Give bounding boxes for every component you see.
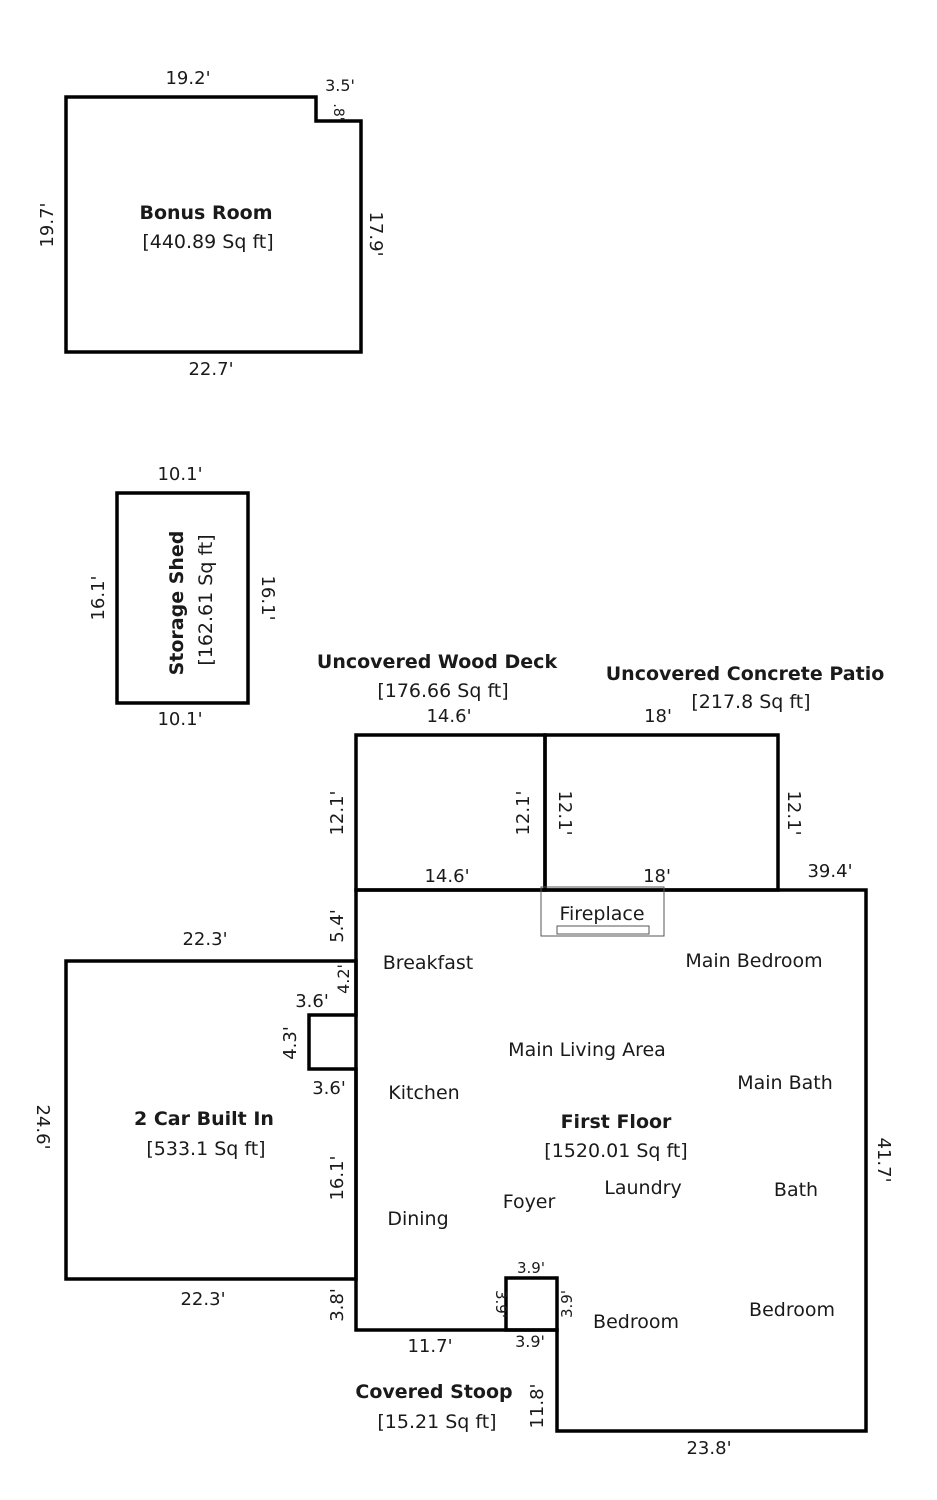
label-kitchen: Kitchen <box>388 1082 459 1104</box>
dim-label: 17.9' <box>365 211 386 256</box>
garage-area: [533.1 Sq ft] <box>146 1138 265 1160</box>
dim-label: 24.6' <box>32 1104 53 1149</box>
dim-label: 14.6' <box>426 706 471 727</box>
storage-shed-area: [162.61 Sq ft] <box>195 534 217 665</box>
dim-label: 4.3' <box>280 1026 301 1060</box>
label-main-bath: Main Bath <box>737 1072 833 1094</box>
label-bath: Bath <box>774 1179 818 1201</box>
first-floor: First Floor [1520.01 Sq ft] Fireplace Br… <box>280 861 894 1459</box>
patio-name: Uncovered Concrete Patio <box>606 663 885 685</box>
label-fireplace: Fireplace <box>559 903 644 925</box>
dim-label: 22.3' <box>180 1289 225 1310</box>
stoop-area: [15.21 Sq ft] <box>377 1411 496 1433</box>
dim-label: 4.2' <box>334 964 353 994</box>
dim-label: 3.9' <box>558 1290 576 1318</box>
storage-shed: Storage Shed [162.61 Sq ft] 10.1' 10.1' … <box>88 464 278 730</box>
bonus-room: Bonus Room [440.89 Sq ft] 19.2' 3.5' .8'… <box>37 68 386 380</box>
dim-label: 16.1' <box>327 1155 348 1200</box>
dim-label: 18' <box>644 706 672 727</box>
dim-label: 19.2' <box>165 68 210 89</box>
dim-label: 12.1' <box>513 790 534 835</box>
dim-label: 14.6' <box>424 866 469 887</box>
dim-label: 3.5' <box>325 76 355 95</box>
bonus-room-area: [440.89 Sq ft] <box>142 231 273 253</box>
first-floor-area: [1520.01 Sq ft] <box>544 1140 687 1162</box>
concrete-patio: Uncovered Concrete Patio [217.8 Sq ft] 1… <box>543 663 885 892</box>
fireplace-outline <box>540 886 665 937</box>
label-main-living-area: Main Living Area <box>508 1039 666 1061</box>
dim-label: 3.8' <box>327 1288 348 1322</box>
dim-label: 3.9' <box>515 1332 545 1351</box>
label-main-bedroom: Main Bedroom <box>685 950 822 972</box>
dim-label: 3.6' <box>312 1078 346 1099</box>
label-dining: Dining <box>387 1208 448 1230</box>
dim-label: 3.6' <box>295 991 329 1012</box>
storage-shed-name: Storage Shed <box>166 531 188 676</box>
dim-label: 11.8' <box>527 1383 548 1428</box>
dim-label: 3.9' <box>492 1290 510 1318</box>
dim-label: .8' <box>330 103 346 120</box>
label-laundry: Laundry <box>604 1177 681 1199</box>
dim-label: 12.1' <box>327 790 348 835</box>
dim-label: 3.9' <box>517 1259 545 1277</box>
dim-label: 22.3' <box>182 929 227 950</box>
dim-label: 5.4' <box>327 909 348 943</box>
storage-shed-outline <box>115 491 250 705</box>
dim-label: 11.7' <box>407 1336 452 1357</box>
dim-label: 10.1' <box>157 709 202 730</box>
garage-name: 2 Car Built In <box>134 1108 274 1130</box>
first-floor-name: First Floor <box>561 1111 672 1133</box>
patio-area: [217.8 Sq ft] <box>691 691 810 713</box>
covered-stoop: Covered Stoop [15.21 Sq ft] 3.9' 3.9' 3.… <box>355 1259 576 1433</box>
dim-label: 12.1' <box>554 790 575 835</box>
deck-name: Uncovered Wood Deck <box>317 651 558 673</box>
dim-label: 39.4' <box>807 861 852 882</box>
dim-label: 16.1' <box>257 575 278 620</box>
label-foyer: Foyer <box>503 1191 556 1213</box>
bonus-room-name: Bonus Room <box>139 202 272 224</box>
dim-label: 12.1' <box>783 790 804 835</box>
label-bedroom: Bedroom <box>593 1311 679 1333</box>
dim-label: 41.7' <box>873 1137 894 1182</box>
garage: 2 Car Built In [533.1 Sq ft] 22.3' 22.3'… <box>32 929 358 1310</box>
deck-area: [176.66 Sq ft] <box>377 680 508 702</box>
fireplace-hearth <box>556 925 650 935</box>
dim-label: 16.1' <box>88 575 109 620</box>
stoop-outline <box>504 1276 559 1332</box>
dim-label: 18' <box>643 866 671 887</box>
label-breakfast: Breakfast <box>383 952 473 974</box>
dim-label: 23.8' <box>686 1438 731 1459</box>
dim-label: 19.7' <box>37 202 58 247</box>
dim-label: 22.7' <box>188 359 233 380</box>
stoop-name: Covered Stoop <box>355 1381 512 1403</box>
bonus-room-outline <box>64 95 363 354</box>
label-bedroom: Bedroom <box>749 1299 835 1321</box>
wood-deck: Uncovered Wood Deck [176.66 Sq ft] 14.6'… <box>317 651 558 892</box>
first-floor-outline <box>307 888 868 1433</box>
dim-label: 10.1' <box>157 464 202 485</box>
